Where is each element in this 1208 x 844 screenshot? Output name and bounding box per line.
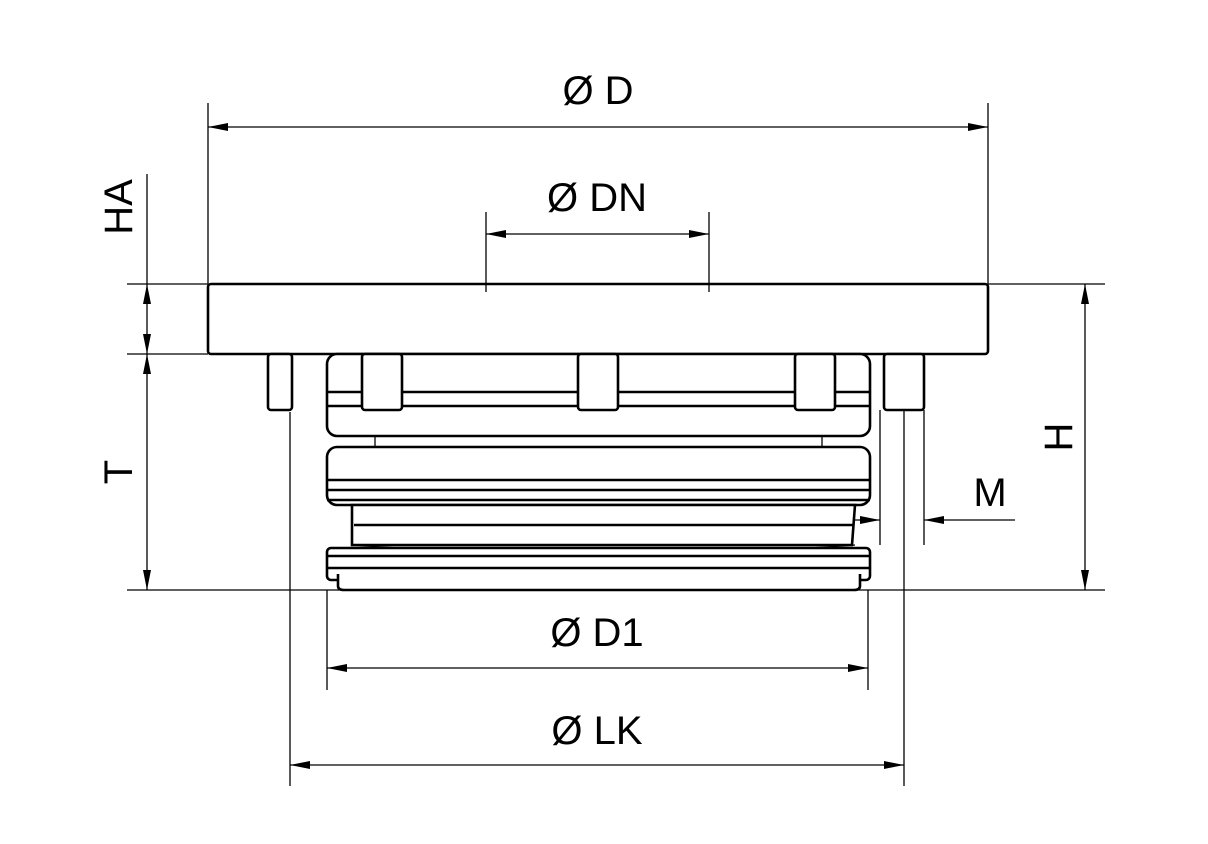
label-outer-diameter: Ø D [562,69,633,113]
dimension-lines [127,103,1105,786]
bolt [576,352,620,412]
part-body [206,282,990,592]
bolt [882,352,926,412]
thread-body [325,445,872,507]
label-nominal-diameter: Ø DN [547,176,647,220]
bolts [266,352,926,412]
bolt [266,352,294,412]
flange [206,282,990,356]
label-total-height: H [1037,423,1081,452]
label-flange-height: HA [97,179,141,235]
bolt [793,352,837,412]
bolt [360,352,404,412]
label-thread-depth: T [97,460,141,484]
label-thread: M [973,471,1006,515]
label-bolt-circle: Ø LK [551,709,642,753]
label-inner-diameter: Ø D1 [550,611,643,655]
